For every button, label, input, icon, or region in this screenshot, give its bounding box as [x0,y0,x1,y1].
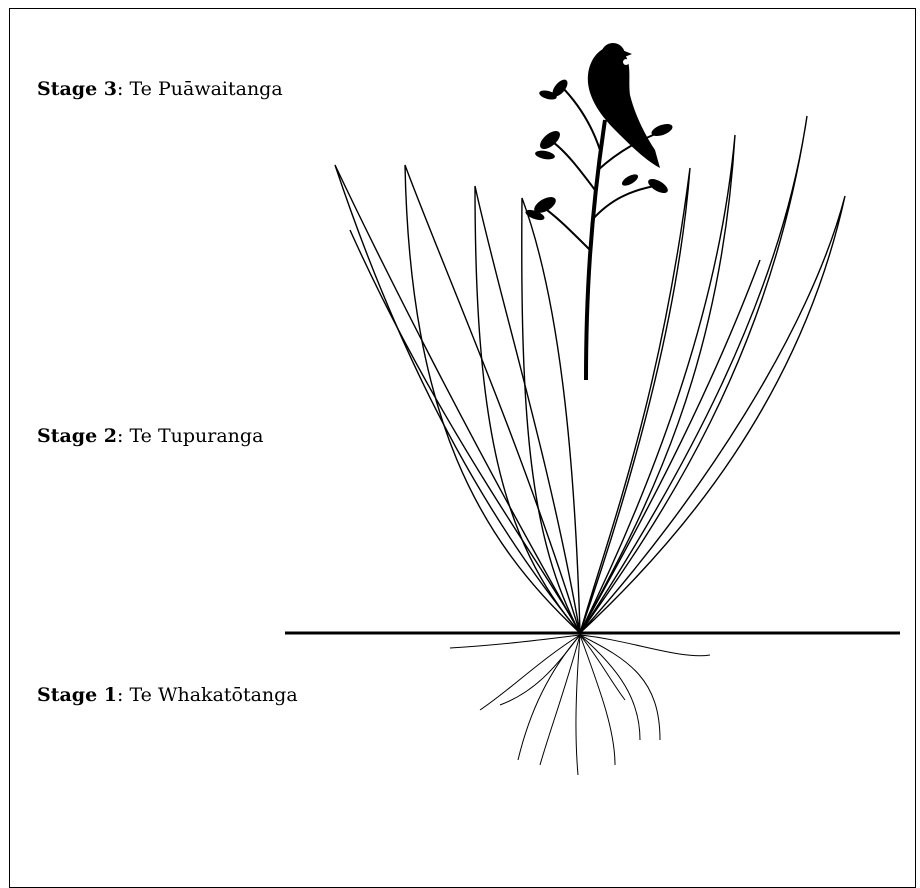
leaf [335,165,580,633]
flax-plant-icon [335,116,845,633]
leaf [475,186,580,633]
roots-icon [450,635,710,775]
leaf [580,168,690,633]
flower-stalk [540,85,665,380]
leaf [580,196,845,633]
